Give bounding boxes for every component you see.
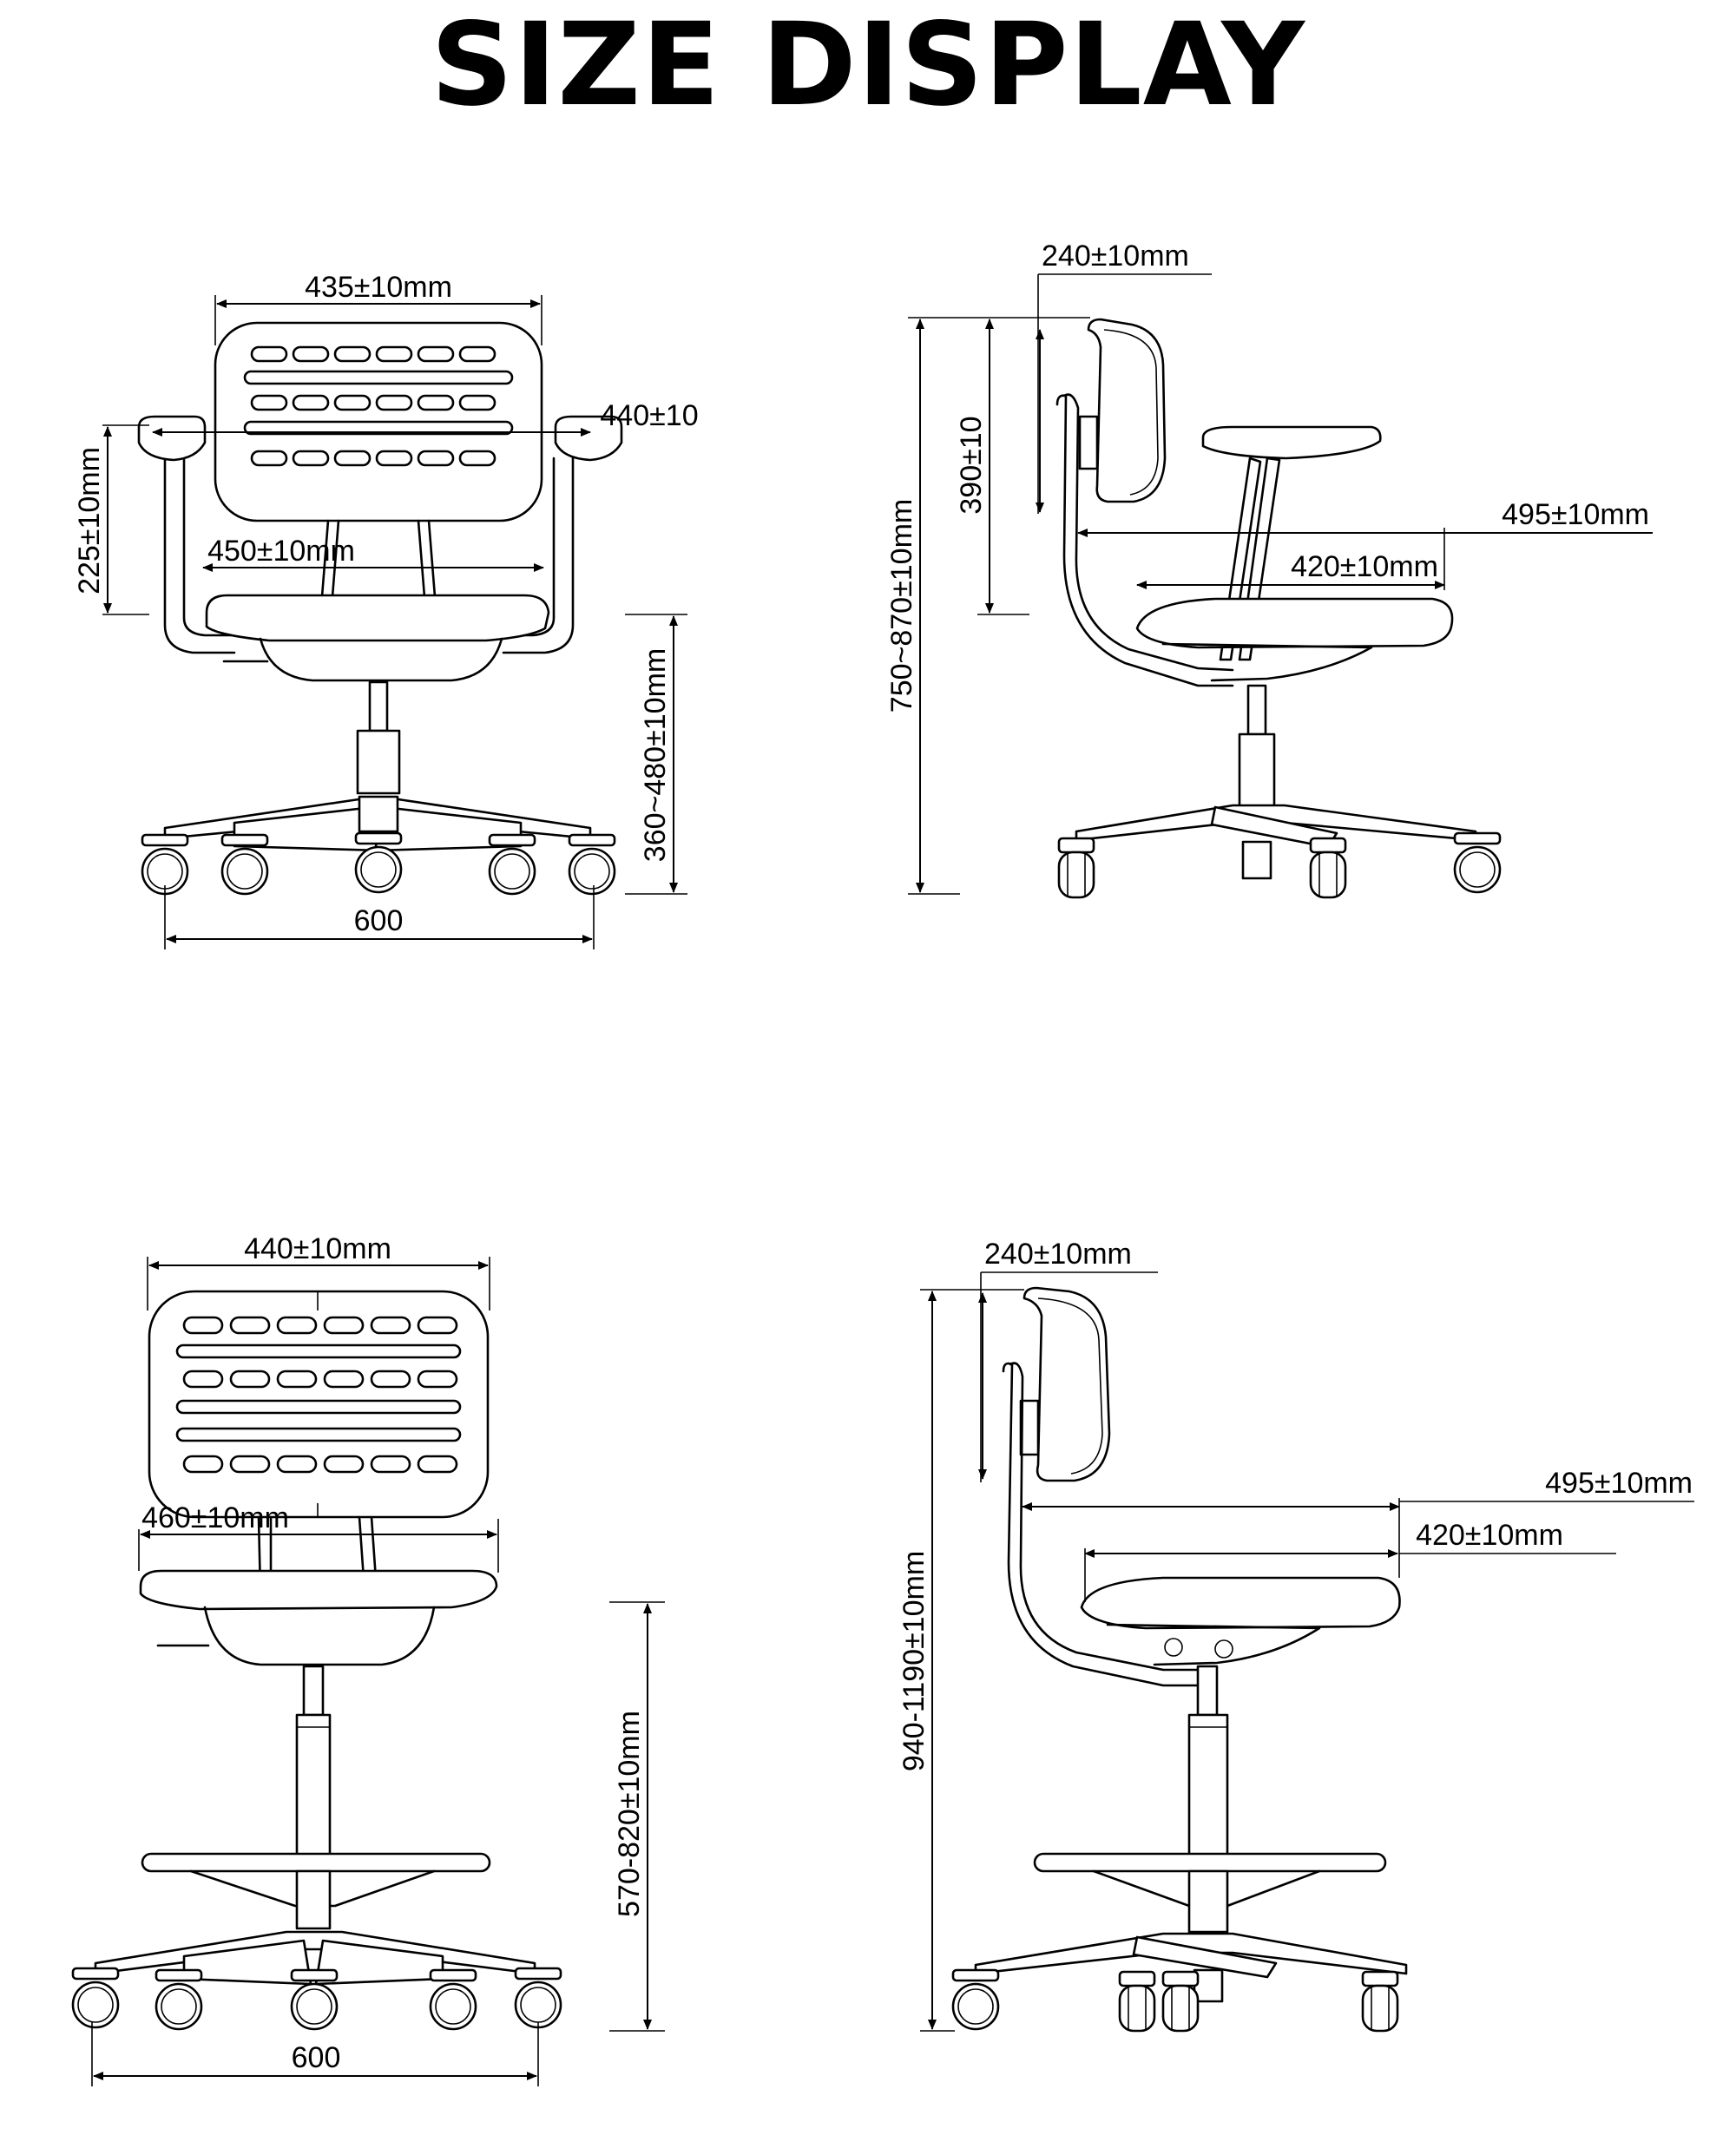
backrest-slot — [370, 1455, 411, 1474]
office-front-back-width-label: 435±10mm — [305, 271, 452, 304]
backrest-slot — [292, 345, 330, 363]
office-chair-side-view: 240±10mm 390±10 750~870±10mm 495±10mm 42… — [885, 240, 1653, 899]
backrest-slot — [276, 1455, 318, 1474]
backrest-slot — [375, 345, 413, 363]
drafting-side-back-thickness-label: 240±10mm — [984, 1238, 1132, 1271]
drafting-front-base-width-label: 600 — [292, 2041, 341, 2074]
office-side-seat-depth-label: 420±10mm — [1291, 550, 1438, 583]
drafting-chair-front-view: 440±10mm 460±10mm 570-820±10mm 600 — [71, 1232, 665, 2086]
backrest-slot — [250, 345, 288, 363]
office-front-chair-drawing — [137, 321, 623, 896]
drafting-front-seat-width-label: 460±10mm — [141, 1501, 289, 1534]
backrest-slot — [417, 345, 455, 363]
backrest-slot — [458, 450, 496, 467]
backrest-slot — [292, 450, 330, 467]
office-front-base-width-label: 600 — [354, 904, 404, 937]
drafting-side-seat-depth-label: 420±10mm — [1416, 1519, 1563, 1552]
backrest-slot — [229, 1455, 271, 1474]
office-front-arm-height-label: 225±10mm — [73, 447, 106, 595]
office-front-seat-height-label: 360~480±10mm — [639, 648, 672, 862]
backrest-slot — [458, 394, 496, 411]
backrest-slot — [333, 345, 372, 363]
backrest-slot — [323, 1316, 365, 1335]
backrest-slot — [175, 1399, 462, 1415]
backrest-slot — [175, 1343, 462, 1359]
backrest-slot — [182, 1455, 224, 1474]
page-title: SIZE DISPLAY — [431, 0, 1305, 132]
backrest-slot — [276, 1316, 318, 1335]
backrest-slot — [417, 1455, 458, 1474]
backrest-slot — [276, 1370, 318, 1389]
drafting-side-chair-drawing — [951, 1286, 1408, 2033]
backrest-slot — [370, 1316, 411, 1335]
backrest-slot — [182, 1370, 224, 1389]
backrest-slot — [333, 394, 372, 411]
backrest-slot — [375, 394, 413, 411]
backrest-slot — [323, 1370, 365, 1389]
backrest-slot — [292, 394, 330, 411]
backrest-slot — [323, 1455, 365, 1474]
drafting-side-overall-height-label: 940-1190±10mm — [898, 1551, 930, 1771]
office-side-back-height-label: 390±10 — [955, 416, 988, 514]
backrest-slot — [417, 450, 455, 467]
backrest-slot — [243, 370, 514, 385]
backrest-slot — [250, 450, 288, 467]
drafting-front-back-width-label: 440±10mm — [244, 1232, 391, 1265]
backrest-slot — [417, 1370, 458, 1389]
backrest-slot — [229, 1316, 271, 1335]
backrest-slot — [417, 1316, 458, 1335]
office-front-seat-width-label: 450±10mm — [207, 535, 355, 568]
backrest-slot — [370, 1370, 411, 1389]
drafting-side-overall-depth-label: 495±10mm — [1545, 1467, 1693, 1500]
office-side-back-thickness-label: 240±10mm — [1042, 240, 1189, 273]
backrest-slot — [417, 394, 455, 411]
office-side-overall-depth-label: 495±10mm — [1502, 498, 1649, 531]
backrest-slot — [250, 394, 288, 411]
backrest-slot — [458, 345, 496, 363]
backrest-slot — [175, 1427, 462, 1442]
office-front-arm-width-label: 440±10 — [600, 399, 698, 432]
office-side-overall-height-label: 750~870±10mm — [885, 499, 918, 713]
backrest-slot — [182, 1316, 224, 1335]
office-chair-front-view: 435±10mm 440±10 450±10mm 225±10mm 360~48… — [73, 271, 699, 949]
drafting-front-seat-height-label: 570-820±10mm — [613, 1711, 646, 1917]
office-side-chair-drawing — [1055, 318, 1502, 899]
backrest-slot — [375, 450, 413, 467]
drafting-chair-side-view: 240±10mm 940-1190±10mm 495±10mm 420±10mm — [898, 1238, 1694, 2033]
backrest-slot — [229, 1370, 271, 1389]
drafting-front-chair-drawing — [71, 1290, 562, 2031]
backrest-slot — [333, 450, 372, 467]
